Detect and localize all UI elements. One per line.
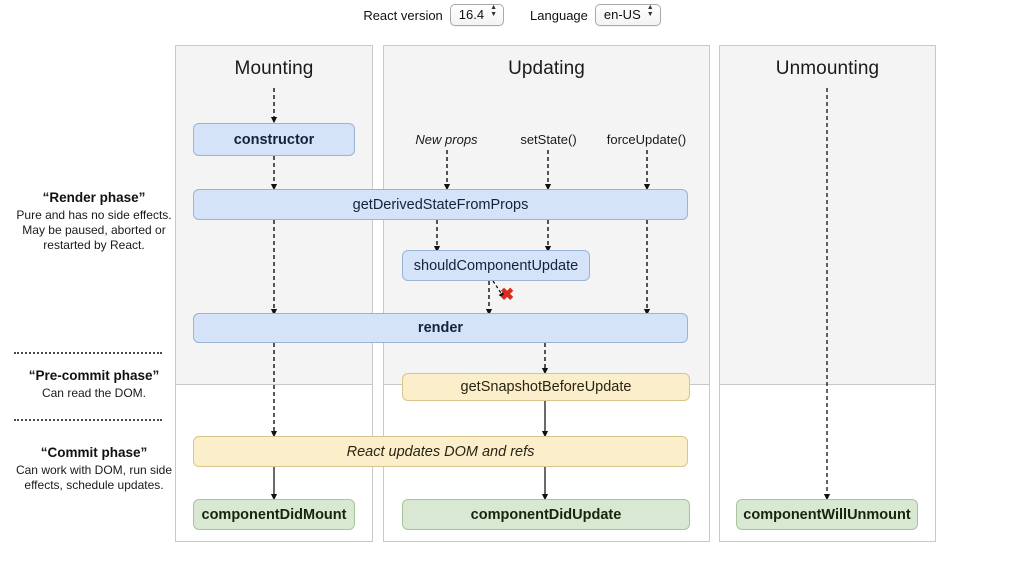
node-constructor[interactable]: constructor <box>193 123 355 156</box>
trigger-set-state: setState() <box>520 132 577 147</box>
node-component-did-mount[interactable]: componentDidMount <box>193 499 355 530</box>
stepper-icon[interactable]: ▲ ▼ <box>646 3 654 22</box>
node-react-updates-dom-and-refs[interactable]: React updates DOM and refs <box>193 436 688 467</box>
skip-update-x-icon: ✖ <box>500 285 515 304</box>
column-title-updating: Updating <box>508 58 585 79</box>
phase-legend-commit-body: Can work with DOM, run side effects, sch… <box>15 463 173 492</box>
column-panel-updating <box>383 45 710 542</box>
legend-divider-top <box>14 352 162 354</box>
react-version-value: 16.4 <box>458 7 485 22</box>
language-control: Language en-US ▲ ▼ <box>530 4 661 26</box>
react-version-select[interactable]: 16.4 ▲ ▼ <box>449 3 505 26</box>
phase-legend-render-title: “Render phase” <box>42 190 146 205</box>
phase-legend-precommit-title: “Pre-commit phase” <box>28 368 160 383</box>
node-component-did-update[interactable]: componentDidUpdate <box>402 499 690 530</box>
stepper-up-icon[interactable]: ▲ <box>646 3 654 11</box>
react-version-label: React version <box>363 7 443 23</box>
node-render[interactable]: render <box>193 313 688 343</box>
stepper-up-icon[interactable]: ▲ <box>490 3 498 11</box>
column-title-mounting: Mounting <box>234 58 314 79</box>
stepper-down-icon[interactable]: ▼ <box>490 10 498 18</box>
legend-divider-bottom <box>14 419 162 421</box>
stepper-icon[interactable]: ▲ ▼ <box>490 3 498 22</box>
node-get-snapshot-before-update[interactable]: getSnapshotBeforeUpdate <box>402 373 690 401</box>
phase-legend-render-body: Pure and has no side effects. May be pau… <box>16 208 172 252</box>
phase-legend-render: “Render phase” Pure and has no side effe… <box>14 190 174 253</box>
react-version-control: React version 16.4 ▲ ▼ <box>363 3 505 26</box>
phase-legend-commit-title: “Commit phase” <box>40 445 148 460</box>
language-value: en-US <box>603 7 641 22</box>
controls-bar: React version 16.4 ▲ ▼ Language en-US ▲ … <box>0 0 1024 30</box>
column-title-unmounting: Unmounting <box>775 58 880 79</box>
stepper-down-icon[interactable]: ▼ <box>646 10 654 18</box>
trigger-force-update: forceUpdate() <box>606 132 687 147</box>
phase-legend-commit: “Commit phase” Can work with DOM, run si… <box>14 445 174 493</box>
node-component-will-unmount[interactable]: componentWillUnmount <box>736 499 918 530</box>
node-get-derived-state-from-props[interactable]: getDerivedStateFromProps <box>193 189 688 220</box>
language-label: Language <box>530 7 588 23</box>
phase-legend-precommit-body: Can read the DOM. <box>41 386 147 400</box>
language-select[interactable]: en-US ▲ ▼ <box>594 3 661 26</box>
trigger-new-props: New props <box>415 132 478 147</box>
render-phase-shade-unmounting <box>720 46 935 385</box>
column-panel-unmounting <box>719 45 936 542</box>
node-should-component-update[interactable]: shouldComponentUpdate <box>402 250 590 281</box>
column-panel-mounting <box>175 45 373 542</box>
phase-legend-precommit: “Pre-commit phase” Can read the DOM. <box>14 368 174 401</box>
